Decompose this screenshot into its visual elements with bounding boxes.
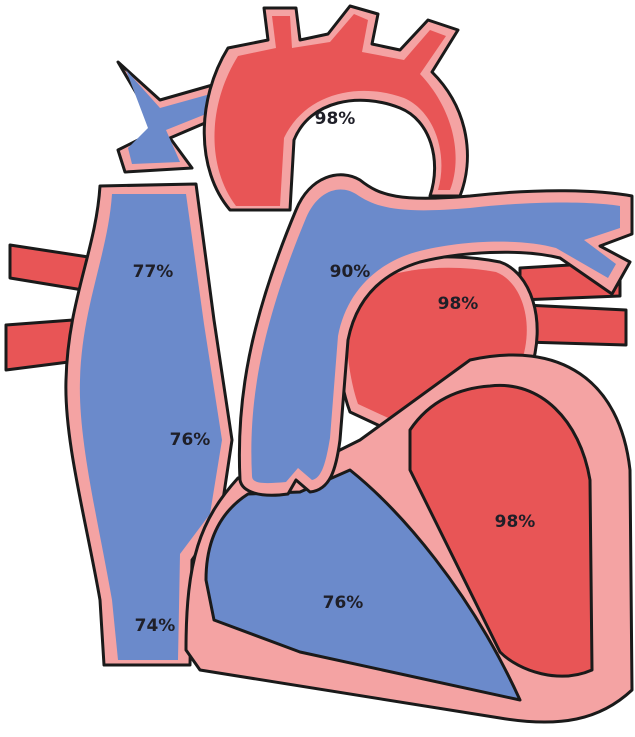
left-atrium-saturation: 98% [438, 294, 479, 314]
pulmonary-artery-saturation: 90% [330, 262, 371, 282]
aorta-saturation: 98% [315, 109, 356, 129]
svc-upper-saturation: 77% [133, 262, 174, 282]
left-ventricle-saturation: 98% [495, 512, 536, 532]
svc-mid-saturation: 76% [170, 430, 211, 450]
ivc-lower-saturation: 74% [135, 616, 176, 636]
right-ventricle-saturation: 76% [323, 593, 364, 613]
